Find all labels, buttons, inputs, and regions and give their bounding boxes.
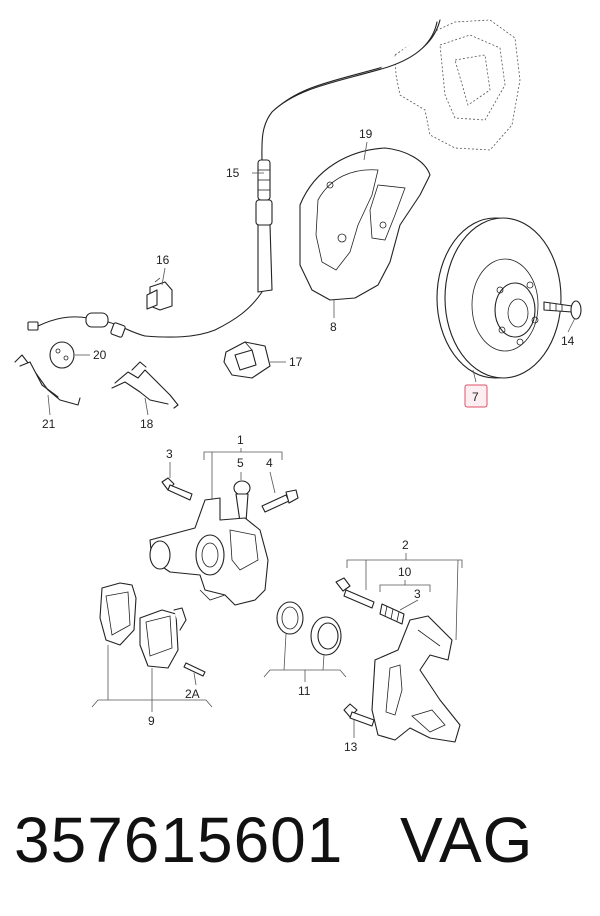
brand-name: VAG bbox=[400, 804, 534, 876]
label-9: 9 bbox=[148, 714, 155, 728]
label-11: 11 bbox=[298, 684, 311, 698]
label-16: 16 bbox=[156, 253, 170, 267]
label-18: 18 bbox=[140, 417, 154, 431]
label-2: 2 bbox=[402, 538, 409, 552]
label-7: 7 bbox=[472, 390, 479, 404]
part-7-brake-disc bbox=[436, 217, 562, 379]
part-21-wire-clip bbox=[14, 354, 81, 406]
label-1: 1 bbox=[237, 433, 244, 447]
part-number: 357615601 bbox=[14, 804, 344, 876]
part-7-highlight-box bbox=[464, 384, 488, 408]
part-2-carrier bbox=[371, 615, 461, 743]
part-8-splash-shield bbox=[299, 147, 431, 301]
part-9-brake-pads bbox=[99, 582, 187, 669]
part-18-spring bbox=[111, 361, 179, 409]
part-2a-pin bbox=[183, 662, 206, 677]
label-15: 15 bbox=[226, 166, 240, 180]
part-11-seals bbox=[276, 601, 342, 656]
label-19: 19 bbox=[359, 127, 373, 141]
label-17: 17 bbox=[289, 355, 303, 369]
part-16-clip bbox=[146, 277, 173, 311]
leader-lines bbox=[47, 141, 576, 738]
label-3-top: 3 bbox=[166, 447, 173, 461]
part-3-bolt bbox=[161, 477, 193, 501]
label-14: 14 bbox=[561, 334, 575, 348]
label-21: 21 bbox=[42, 417, 56, 431]
part-15-brake-cable bbox=[144, 19, 441, 338]
label-20: 20 bbox=[93, 348, 107, 362]
part-10-bolt bbox=[335, 577, 405, 625]
exploded-parts-diagram: 15 16 19 8 7 14 20 17 21 18 1 3 5 4 2 10… bbox=[14, 19, 582, 754]
part-20-sensor-cable bbox=[27, 312, 146, 338]
label-2a: 2A bbox=[185, 687, 200, 701]
part-14-bolt bbox=[543, 300, 582, 320]
label-8: 8 bbox=[330, 320, 337, 334]
part-17-bracket bbox=[223, 341, 271, 379]
part-20-grommet bbox=[49, 341, 75, 369]
footer: 357615601 VAG bbox=[0, 800, 600, 890]
part-13-bolt bbox=[343, 703, 375, 727]
label-10: 10 bbox=[398, 565, 412, 579]
label-4: 4 bbox=[266, 456, 273, 470]
ghost-knuckle bbox=[394, 19, 521, 151]
part-1-caliper bbox=[149, 497, 269, 606]
label-5: 5 bbox=[237, 456, 244, 470]
part-5-guide-pin bbox=[233, 480, 251, 523]
label-3-right: 3 bbox=[414, 587, 421, 601]
part-labels: 15 16 19 8 7 14 20 17 21 18 1 3 5 4 2 10… bbox=[42, 127, 575, 754]
label-13: 13 bbox=[344, 740, 358, 754]
part-4-bolt bbox=[261, 489, 299, 513]
